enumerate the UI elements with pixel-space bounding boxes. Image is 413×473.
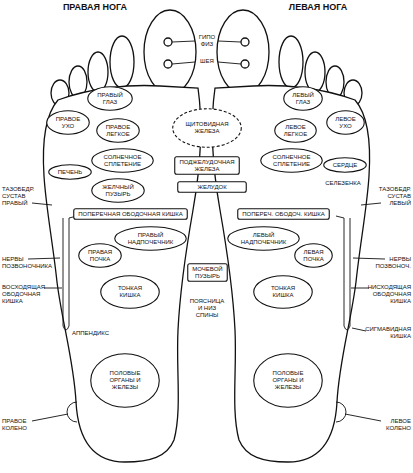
organ-zone: ТОНКАЯ КИШКА bbox=[100, 275, 160, 309]
zone-label: ЛЕВОЕ КОЛЕНО bbox=[371, 418, 411, 432]
zone-oval bbox=[254, 276, 313, 309]
zone-label: ТАЗОБЕДР. СУСТАВ ЛЕВЫЙ bbox=[371, 186, 411, 207]
organ-zone: ПОПЕРЕЧНАЯ ОБОДОЧНАЯ КИШКА bbox=[73, 208, 188, 220]
zone-label: СОЛНЕЧНОЕ СПЛЕТЕНИЕ bbox=[271, 154, 312, 168]
zone-label: АППЕНДИКС bbox=[72, 330, 122, 337]
zone-label: ТАЗОБЕДР. СУСТАВ ПРАВЫЙ bbox=[2, 186, 42, 207]
zone-oval bbox=[88, 87, 133, 111]
organ-zone: ПРАВЫЙ ГЛАЗ bbox=[87, 86, 133, 111]
zone-oval bbox=[97, 119, 140, 143]
organ-zone: ПРАВОЕ УХО bbox=[46, 110, 90, 135]
zone-label: ПРАВЫЙ НАДПОЧЕЧНИК bbox=[128, 232, 174, 246]
zone-label: ПРАВОЕ УХО bbox=[55, 116, 82, 130]
zone-label: СЕЛЕЗЕНКА bbox=[323, 180, 363, 187]
zone-label: ШЕЯ bbox=[196, 58, 218, 65]
zone-label: ПОЯСНИЦА И НИЗ СПИНЫ bbox=[187, 298, 227, 319]
zone-label: ПОЛОВЫЕ ОРГАНЫ И ЖЕЛЕЗЫ bbox=[271, 370, 305, 391]
zone-oval bbox=[115, 227, 187, 251]
organ-zone: ЛЕВОЕ ЛЕГКОЕ bbox=[274, 118, 317, 143]
zone-label: СЕРДЦЕ bbox=[332, 162, 359, 169]
zone-label: ПЕЧЕНЬ bbox=[57, 169, 84, 176]
organ-zone: ПОЛОВЫЕ ОРГАНЫ И ЖЕЛЕЗЫ bbox=[253, 353, 323, 408]
zone-label: ПРАВОЕ КОЛЕНО bbox=[2, 418, 42, 432]
organ-zone: ПРАВЫЙ НАДПОЧЕЧНИК bbox=[114, 226, 187, 251]
zone-box bbox=[178, 182, 247, 193]
zone-label: ЛЕВОЕ ЛЕГКОЕ bbox=[283, 124, 309, 138]
zone-label: ЛЕВЫЙ ГЛАЗ bbox=[291, 92, 315, 106]
zone-oval bbox=[295, 244, 333, 268]
organ-zone: ЛЕВЫЙ ГЛАЗ bbox=[283, 86, 323, 111]
organ-zone: ЛЕВАЯ ПОЧКА bbox=[294, 243, 333, 268]
zone-label: ПОДЖЕЛУДОЧНАЯ ЖЕЛЕЗА bbox=[178, 159, 236, 173]
zone-label: ПОЛОВЫЕ ОРГАНЫ И ЖЕЛЕЗЫ bbox=[108, 370, 142, 391]
zone-label: СИГМАВИДНАЯ КИШКА bbox=[363, 326, 411, 340]
zone-oval bbox=[261, 149, 323, 173]
organ-zone: ПРАВОЕ ЛЕГКОЕ bbox=[96, 118, 140, 143]
zone-oval bbox=[49, 165, 92, 180]
zone-label: ПРАВАЯ ПОЧКА bbox=[87, 249, 114, 263]
organ-zone: ПОДЖЕЛУДОЧНАЯ ЖЕЛЕЗА bbox=[174, 156, 240, 175]
zone-oval bbox=[91, 354, 160, 408]
zone-label: ЖЕЛУДОК bbox=[196, 184, 228, 191]
organ-zone: ПОЛОВЫЕ ОРГАНЫ И ЖЕЛЕЗЫ bbox=[90, 353, 160, 408]
right-foot bbox=[28, 10, 201, 462]
zone-oval bbox=[327, 111, 365, 135]
zone-label: ЛЕВАЯ ПОЧКА bbox=[302, 249, 325, 263]
zone-oval bbox=[275, 119, 317, 143]
zone-oval bbox=[228, 227, 300, 251]
organ-zone: ЖЕЛЧНЫЙ ПУЗЫРЬ bbox=[91, 178, 145, 203]
zone-oval bbox=[324, 158, 367, 173]
left-foot bbox=[212, 10, 385, 462]
zone-label: ПОПЕРЕЧНАЯ ОБОДОЧНАЯ КИШКА bbox=[77, 211, 184, 218]
organ-zone: ЩИТОВИДНАЯ ЖЕЛЕЗА bbox=[172, 108, 242, 148]
organ-zone: МОЧЕВОЙ ПУЗЫРЬ bbox=[187, 263, 228, 282]
organ-zone: СОЛНЕЧНОЕ СПЛЕТЕНИЕ bbox=[91, 148, 154, 173]
zone-label: МОЧЕВОЙ ПУЗЫРЬ bbox=[191, 266, 224, 280]
zone-oval bbox=[47, 111, 90, 135]
zone-box bbox=[188, 264, 228, 282]
organ-zone: ЛЕВЫЙ НАДПОЧЕЧНИК bbox=[227, 226, 300, 251]
zone-dashed-oval bbox=[173, 109, 242, 148]
zone-box bbox=[175, 157, 240, 175]
zone-label: СОЛНЕЧНОЕ СПЛЕТЕНИЕ bbox=[102, 154, 143, 168]
zone-label: ЩИТОВИДНАЯ ЖЕЛЕЗА bbox=[184, 121, 230, 135]
zone-label: ТОНКАЯ КИШКА bbox=[117, 285, 144, 299]
organ-zone: ПРАВАЯ ПОЧКА bbox=[78, 243, 122, 268]
zone-label: ЖЕЛЧНЫЙ ПУЗЫРЬ bbox=[101, 184, 135, 198]
zone-oval bbox=[92, 179, 145, 203]
zone-label: ПРАВОЕ ЛЕГКОЕ bbox=[105, 124, 132, 138]
foot-heading: ПРАВАЯ НОГА bbox=[50, 2, 140, 13]
zone-label: ЛЕВОЕ УХО bbox=[334, 116, 357, 130]
zone-label: НЕРВЫ ПОЗВОНОЧНИКА bbox=[2, 256, 50, 270]
organ-zone: СОЛНЕЧНОЕ СПЛЕТЕНИЕ bbox=[260, 148, 323, 173]
organ-zone: ЖЕЛУДОК bbox=[177, 181, 247, 193]
zone-oval bbox=[101, 276, 160, 309]
zone-label: ПОПЕРЕЧ. ОБОДОЧ. КИШКА bbox=[241, 211, 326, 218]
organ-zone: СЕРДЦЕ bbox=[323, 157, 367, 173]
zone-label: ГИПО ФИЗ bbox=[196, 34, 218, 48]
zone-oval bbox=[79, 244, 122, 268]
zone-label: ПРАВЫЙ ГЛАЗ bbox=[96, 92, 124, 106]
organ-zone: ПОПЕРЕЧ. ОБОДОЧ. КИШКА bbox=[237, 208, 330, 220]
zone-oval bbox=[284, 87, 323, 111]
zone-label: ТОНКАЯ КИШКА bbox=[270, 285, 297, 299]
zone-oval bbox=[92, 149, 154, 173]
zone-label: НЕРВЫ ПОЗВОНОЧ. bbox=[367, 256, 411, 270]
organ-zone: ЛЕВОЕ УХО bbox=[326, 110, 365, 135]
organ-zone: ТОНКАЯ КИШКА bbox=[253, 275, 313, 309]
foot-heading: ЛЕВАЯ НОГА bbox=[273, 2, 363, 13]
zone-label: ВОСХОДЯЩАЯ ОБОДОЧНАЯ КИШКА bbox=[2, 284, 46, 305]
zone-label: НИСХОДЯЩАЯ ОБОДОЧНАЯ КИШКА bbox=[367, 284, 411, 305]
leader-line bbox=[352, 328, 366, 331]
zone-label: ЛЕВЫЙ НАДПОЧЕЧНИК bbox=[241, 232, 287, 246]
zone-oval bbox=[254, 354, 323, 408]
organ-zone: ПЕЧЕНЬ bbox=[48, 164, 92, 180]
zone-box bbox=[74, 209, 188, 220]
zone-box bbox=[238, 209, 330, 220]
